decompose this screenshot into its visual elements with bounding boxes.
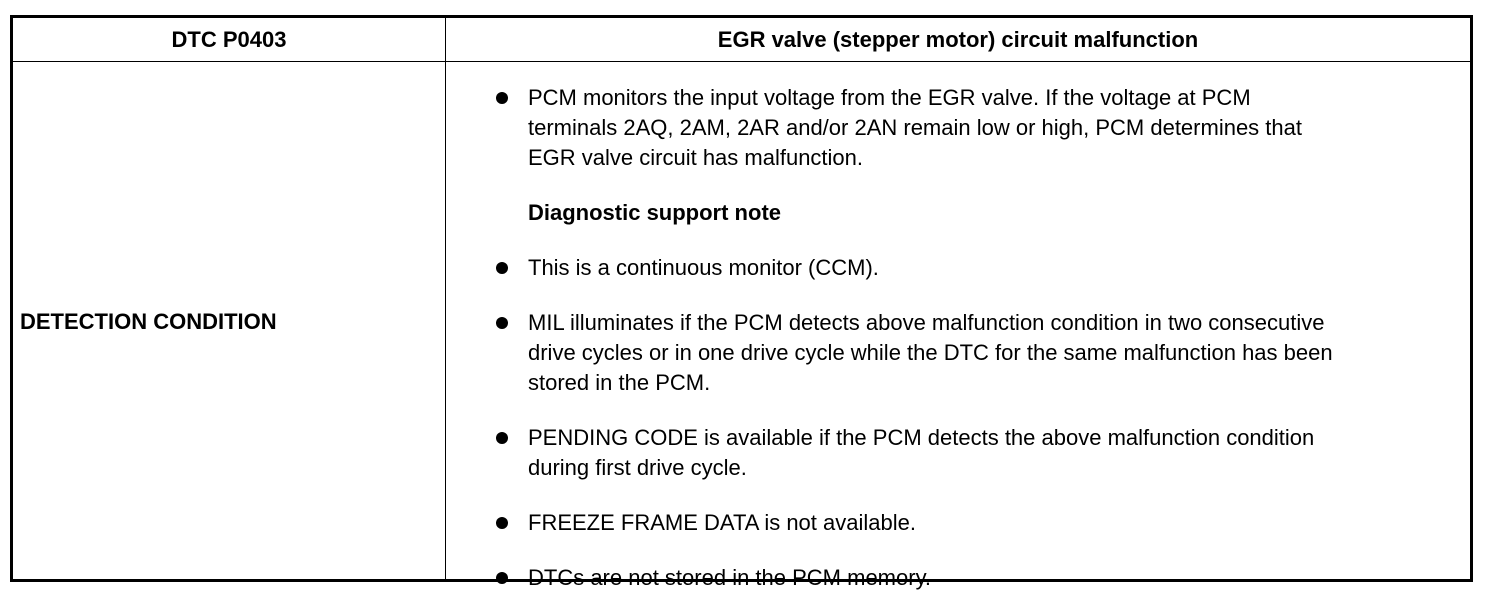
bullet-line: MIL illuminates if the PCM detects above…	[528, 310, 1325, 335]
bullet-line: This is a continuous monitor (CCM).	[528, 255, 879, 280]
detection-condition-content: PCM monitors the input voltage from the …	[446, 62, 1470, 590]
bullet-line: terminals 2AQ, 2AM, 2AR and/or 2AN remai…	[528, 115, 1302, 140]
bullet-line: FREEZE FRAME DATA is not available.	[528, 510, 916, 535]
bullet-icon	[496, 572, 508, 584]
bullet-line: during first drive cycle.	[528, 455, 747, 480]
list-item: PCM monitors the input voltage from the …	[446, 83, 1470, 173]
bullet-icon	[496, 432, 508, 444]
dtc-title-header: EGR valve (stepper motor) circuit malfun…	[717, 27, 1199, 52]
list-item: MIL illuminates if the PCM detects above…	[446, 308, 1470, 398]
list-item: DTCs are not stored in the PCM memory.	[446, 563, 1470, 593]
bullet-icon	[496, 317, 508, 329]
bullet-line: drive cycles or in one drive cycle while…	[528, 340, 1333, 365]
bullet-line: stored in the PCM.	[528, 370, 711, 395]
bullet-line: DTCs are not stored in the PCM memory.	[528, 565, 932, 590]
list-item: FREEZE FRAME DATA is not available.	[446, 508, 1470, 538]
bullet-icon	[496, 517, 508, 529]
list-item: This is a continuous monitor (CCM).	[446, 253, 1470, 283]
bullet-line: EGR valve circuit has malfunction.	[528, 145, 864, 170]
detection-condition-label: DETECTION CONDITION	[20, 309, 277, 334]
bullet-line: PENDING CODE is available if the PCM det…	[528, 425, 1315, 450]
column-divider	[445, 18, 446, 579]
dtc-code-header: DTC P0403	[171, 27, 287, 52]
bullet-icon	[496, 262, 508, 274]
table-header-row: DTC P0403 EGR valve (stepper motor) circ…	[13, 18, 1470, 62]
dtc-table: DTC P0403 EGR valve (stepper motor) circ…	[10, 15, 1473, 590]
bullet-line: PCM monitors the input voltage from the …	[528, 85, 1251, 110]
bullet-icon	[496, 92, 508, 104]
list-item: PENDING CODE is available if the PCM det…	[446, 423, 1470, 483]
diagnostic-support-note-heading: Diagnostic support note	[528, 200, 781, 225]
